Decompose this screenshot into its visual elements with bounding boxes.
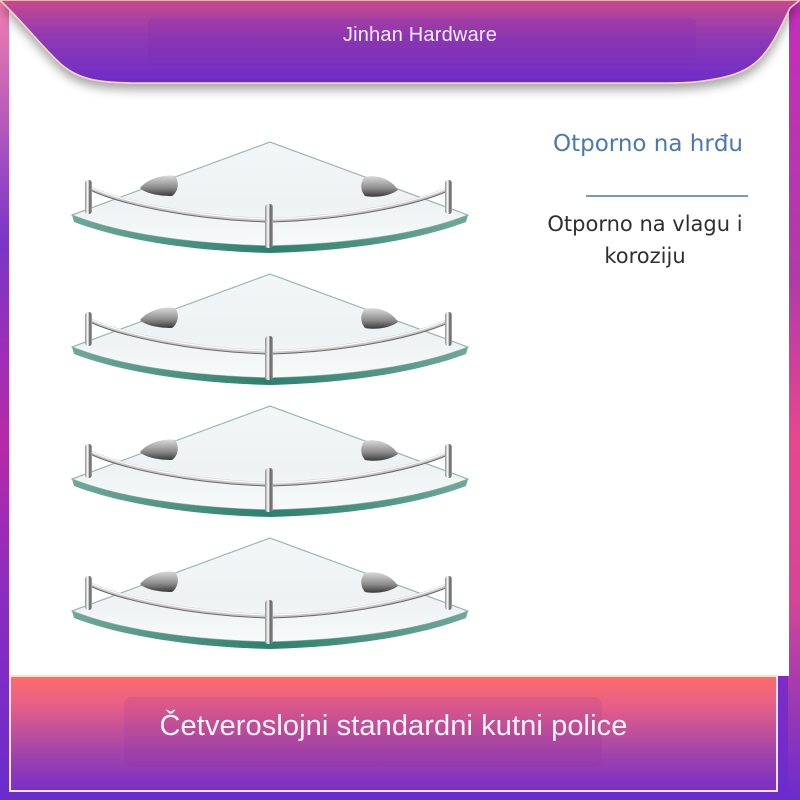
corner-shelf-2 bbox=[70, 272, 470, 387]
right-frame-border bbox=[788, 0, 800, 800]
corner-shelf-1 bbox=[70, 140, 470, 255]
header-title-backdrop bbox=[148, 18, 696, 66]
corner-shelf-4 bbox=[70, 536, 470, 651]
feature-title: Otporno na hrđu bbox=[553, 131, 743, 157]
footer-caption-backdrop bbox=[124, 697, 602, 767]
footer-banner: Četveroslojni standardni kutni police bbox=[9, 675, 778, 792]
feature-description: Otporno na vlagu i koroziju bbox=[547, 212, 743, 268]
corner-shelf-3 bbox=[70, 404, 470, 519]
feature-divider bbox=[586, 195, 748, 197]
brand-title: Jinhan Hardware bbox=[342, 24, 498, 46]
footer-caption: Četveroslojni standardni kutni police bbox=[159, 710, 628, 742]
header-ribbon bbox=[0, 0, 800, 84]
